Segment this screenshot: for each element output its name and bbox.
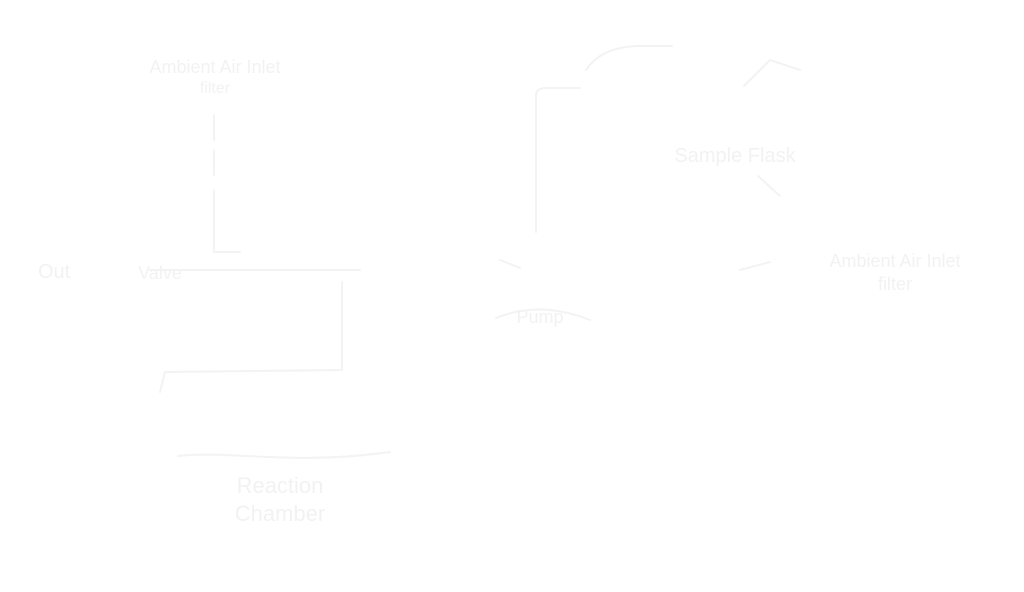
flask-body-right: [757, 175, 781, 197]
valve-label: Valve: [138, 263, 182, 283]
top-left-inlet-label-line1: Ambient Air Inlet: [149, 57, 281, 77]
reaction-chamber-label: Reaction Chamber: [200, 472, 360, 527]
pump-pipe: [499, 259, 771, 271]
right-inlet-label-line2: filter: [877, 273, 912, 294]
flask-right-neck: [743, 59, 801, 87]
pipe-left-elbow: [213, 189, 241, 253]
outlet-label: Out: [38, 261, 71, 283]
top-left-inlet-label: Ambient Air Inlet filter: [120, 56, 310, 99]
right-inlet-label: Ambient Air Inlet filter: [800, 250, 990, 295]
reaction-chamber-outline: [177, 451, 391, 459]
top-left-inlet-label-line2: filter: [199, 79, 231, 97]
right-inlet-label-line1: Ambient Air Inlet: [829, 251, 961, 271]
sample-flask-label: Sample Flask: [674, 145, 796, 167]
pump-outline: [495, 308, 591, 321]
sample-flask-outline: [535, 87, 581, 233]
pump-label: Pump: [516, 307, 564, 327]
chamber-feed-pipe: [159, 281, 343, 393]
flask-neck: [585, 45, 673, 71]
reaction-chamber-label-line2: Chamber: [234, 500, 326, 526]
reaction-chamber-label-line1: Reaction: [236, 473, 324, 498]
